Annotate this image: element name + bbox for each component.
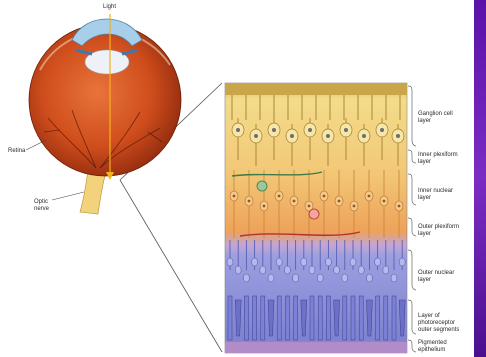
photoreceptor-nucleus	[391, 274, 397, 282]
rod-outer-segment	[253, 296, 257, 340]
label-retina: Retina	[8, 148, 25, 155]
label-photoreceptor-line2: photoreceptor	[418, 320, 478, 327]
retina-section	[225, 83, 407, 353]
photoreceptor-nucleus	[350, 258, 356, 266]
photoreceptor-nucleus	[252, 258, 258, 266]
photoreceptor-nucleus	[301, 258, 307, 266]
bipolar-nucleus	[338, 200, 341, 203]
rod-outer-segment	[277, 296, 281, 340]
amacrine-cell	[257, 181, 267, 191]
photoreceptor-nucleus	[276, 258, 282, 266]
label-ganglion-line2: layer	[418, 118, 478, 125]
bipolar-nucleus	[248, 200, 251, 203]
bipolar-nucleus	[278, 195, 281, 198]
horizontal-cell	[309, 209, 319, 219]
label-inner-plexiform-line1: Inner plexiform	[418, 152, 478, 159]
label-photoreceptor-segments: Layer of photoreceptor outer segments	[418, 313, 478, 334]
rod-outer-segment	[343, 296, 347, 340]
photoreceptor-nucleus	[342, 274, 348, 282]
label-inner-nuclear-line1: Inner nuclear	[418, 188, 478, 195]
label-optic-line2: nerve	[34, 206, 49, 213]
label-outer-plexiform-line1: Outer plexiform	[418, 224, 478, 231]
label-ganglion-layer: Ganglion cell layer	[418, 111, 478, 125]
photoreceptor-nucleus	[227, 258, 233, 266]
photoreceptor-nucleus	[260, 266, 266, 274]
rod-outer-segment	[359, 296, 363, 340]
bipolar-nucleus	[263, 205, 266, 208]
photoreceptor-nucleus	[268, 274, 274, 282]
rod-outer-segment	[318, 296, 322, 340]
label-inner-plexiform-line2: layer	[418, 159, 478, 166]
photoreceptor-nucleus	[366, 274, 372, 282]
rod-outer-segment	[294, 296, 298, 340]
photoreceptor-nucleus	[284, 266, 290, 274]
rod-outer-segment	[392, 296, 396, 340]
label-pigmented-line1: Pigmented	[418, 340, 478, 347]
rod-outer-segment	[310, 296, 314, 340]
ganglion-nucleus	[290, 134, 294, 138]
bipolar-nucleus	[308, 205, 311, 208]
ganglion-nucleus	[396, 134, 400, 138]
photoreceptor-nucleus	[375, 258, 381, 266]
photoreceptor-nucleus	[325, 258, 331, 266]
label-outer-nuclear: Outer nuclear layer	[418, 270, 478, 284]
bipolar-nucleus	[398, 205, 401, 208]
label-photoreceptor-line1: Layer of	[418, 313, 478, 320]
photoreceptor-nucleus	[383, 266, 389, 274]
ganglion-nucleus	[362, 134, 366, 138]
photoreceptor-nucleus	[235, 266, 241, 274]
optic-pointer	[52, 192, 84, 200]
rod-outer-segment	[285, 296, 289, 340]
rod-outer-segment	[376, 296, 380, 340]
label-outer-plexiform-line2: layer	[418, 231, 478, 238]
label-photoreceptor-line3: outer segments	[418, 327, 478, 334]
label-optic-line1: Optic	[34, 199, 49, 206]
label-light: Light	[103, 4, 116, 11]
label-pigmented-line2: epithelium	[418, 347, 478, 354]
label-outer-plexiform: Outer plexiform layer	[418, 224, 478, 238]
bipolar-nucleus	[383, 200, 386, 203]
rod-outer-segment	[326, 296, 330, 340]
accent-bar	[474, 0, 486, 357]
label-pigmented-epithelium: Pigmented epithelium	[418, 340, 478, 354]
label-optic-nerve: Optic nerve	[34, 199, 49, 213]
bipolar-nucleus	[293, 200, 296, 203]
label-outer-nuclear-line2: layer	[418, 277, 478, 284]
ganglion-nucleus	[236, 128, 240, 132]
label-inner-nuclear-line2: layer	[418, 195, 478, 202]
eyeball	[29, 24, 181, 176]
ganglion-nucleus	[380, 128, 384, 132]
ganglion-nucleus	[272, 128, 276, 132]
rod-outer-segment	[244, 296, 248, 340]
bipolar-nucleus	[233, 195, 236, 198]
ganglion-nucleus	[308, 128, 312, 132]
photoreceptor-nucleus	[358, 266, 364, 274]
photoreceptor-nucleus	[309, 266, 315, 274]
rod-outer-segment	[228, 296, 232, 340]
ganglion-nucleus	[344, 128, 348, 132]
label-outer-nuclear-line1: Outer nuclear	[418, 270, 478, 277]
zoom-line-bottom	[120, 180, 222, 352]
label-inner-plexiform: Inner plexiform layer	[418, 152, 478, 166]
label-inner-nuclear: Inner nuclear layer	[418, 188, 478, 202]
rod-outer-segment	[261, 296, 265, 340]
photoreceptor-nucleus	[334, 266, 340, 274]
photoreceptor-nucleus	[399, 258, 405, 266]
bipolar-nucleus	[353, 205, 356, 208]
bipolar-nucleus	[323, 195, 326, 198]
photoreceptor-nucleus	[317, 274, 323, 282]
bipolar-nucleus	[368, 195, 371, 198]
photoreceptor-nucleus	[243, 274, 249, 282]
ganglion-nucleus	[326, 134, 330, 138]
label-ganglion-line1: Ganglion cell	[418, 111, 478, 118]
retina-pointer	[26, 140, 46, 150]
layer-brackets	[408, 86, 416, 352]
rod-outer-segment	[351, 296, 355, 340]
ganglion-nucleus	[254, 134, 258, 138]
rod-outer-segment	[384, 296, 388, 340]
photoreceptor-nucleus	[293, 274, 299, 282]
